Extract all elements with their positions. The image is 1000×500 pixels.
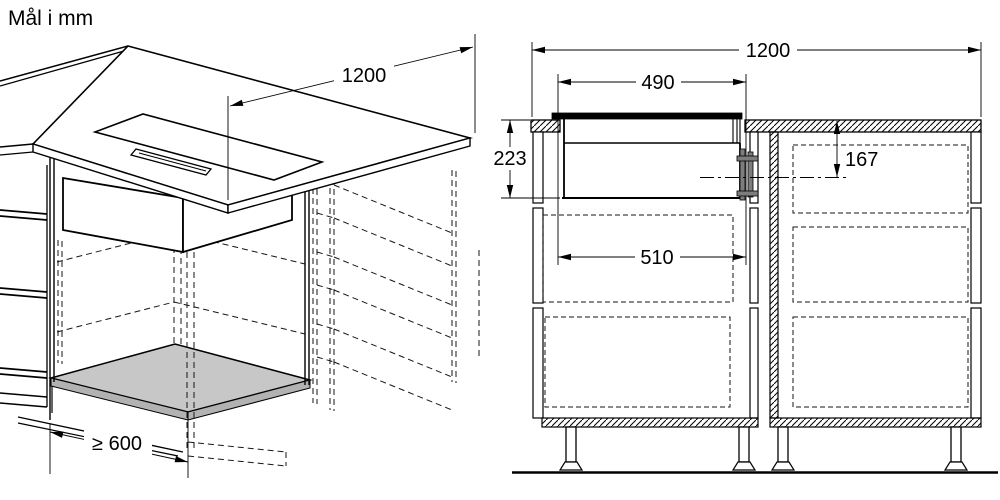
air-outlet-duct: [736, 148, 759, 201]
dim-sec-223: 223: [493, 119, 560, 199]
dim-worktop-length-label: 1200: [342, 65, 387, 87]
dim-sec-167: 167: [833, 121, 885, 177]
dim-cutout-width-label: 490: [641, 72, 674, 94]
dim-iso-600: ≥ 600: [49, 420, 189, 478]
right-cabinet-dashed: [312, 170, 480, 411]
drawing-title: Mål i mm: [8, 7, 93, 30]
base-shelf-top: [48, 343, 313, 413]
section-cabinet-panels: [532, 131, 982, 428]
dim-appliance-width-label: 510: [640, 247, 673, 269]
worktop: [0, 45, 474, 214]
dim-sec-510: 510: [558, 246, 746, 269]
section-hob-body: [562, 119, 742, 199]
left-cabinet-bottom: [541, 417, 759, 428]
base-shelf-edge-right: [187, 379, 311, 421]
base-shelf: [48, 343, 313, 421]
dim-iso-1200: 1200: [227, 34, 476, 200]
dim-total-width-label: 1200: [746, 40, 791, 62]
cabinet-legs: [558, 426, 969, 471]
hob-glass: [92, 113, 325, 181]
dim-worktop-depth-label: ≥ 600: [92, 433, 142, 455]
adjacent-cabinet-drawers: [0, 165, 48, 408]
duct-hidden-lines: [186, 252, 287, 467]
dim-sec-1200: 1200: [531, 39, 982, 117]
dim-outlet-center-label: 167: [845, 149, 878, 171]
section-view: 1200 490 223 167: [493, 39, 998, 474]
section-hob-glass: [551, 112, 743, 120]
right-cabinet-bottom: [769, 417, 982, 428]
dim-installation-height-label: 223: [493, 148, 526, 170]
isometric-view: 1200 ≥ 600: [0, 34, 480, 478]
dim-sec-490: 490: [558, 71, 746, 94]
section-worktop: [530, 119, 982, 133]
